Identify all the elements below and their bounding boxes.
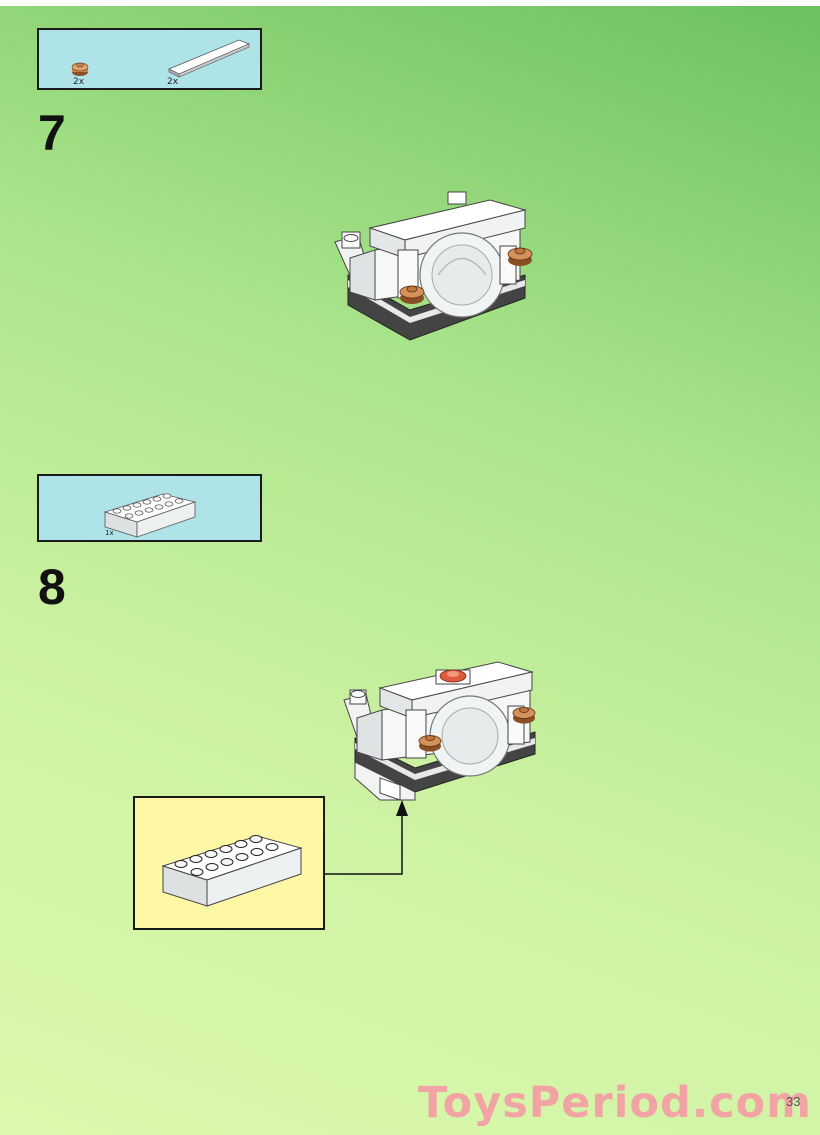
part-quantity: 2x: [167, 77, 179, 87]
part-quantity: 2x: [73, 77, 85, 87]
step-8-parts-box: 1x: [37, 474, 262, 542]
top-border: [0, 0, 820, 6]
page-number: 33: [786, 1094, 801, 1109]
part-quantity: 1x: [105, 529, 114, 537]
brick-2x6-white-icon: [161, 835, 303, 907]
step-number: 8: [38, 559, 66, 615]
watermark: ToysPeriod.com: [418, 1078, 812, 1128]
callout-box: [133, 796, 325, 930]
step-8-model-illustration: [343, 661, 536, 801]
brick-2x6-white-icon: [103, 493, 197, 538]
long-tile-white-icon: [168, 39, 251, 78]
step-7-model-illustration: [334, 191, 533, 341]
step-7-parts-box: 2x 2x: [37, 28, 262, 90]
round-plate-brown-icon: [71, 62, 89, 76]
step-number: 7: [38, 105, 66, 161]
